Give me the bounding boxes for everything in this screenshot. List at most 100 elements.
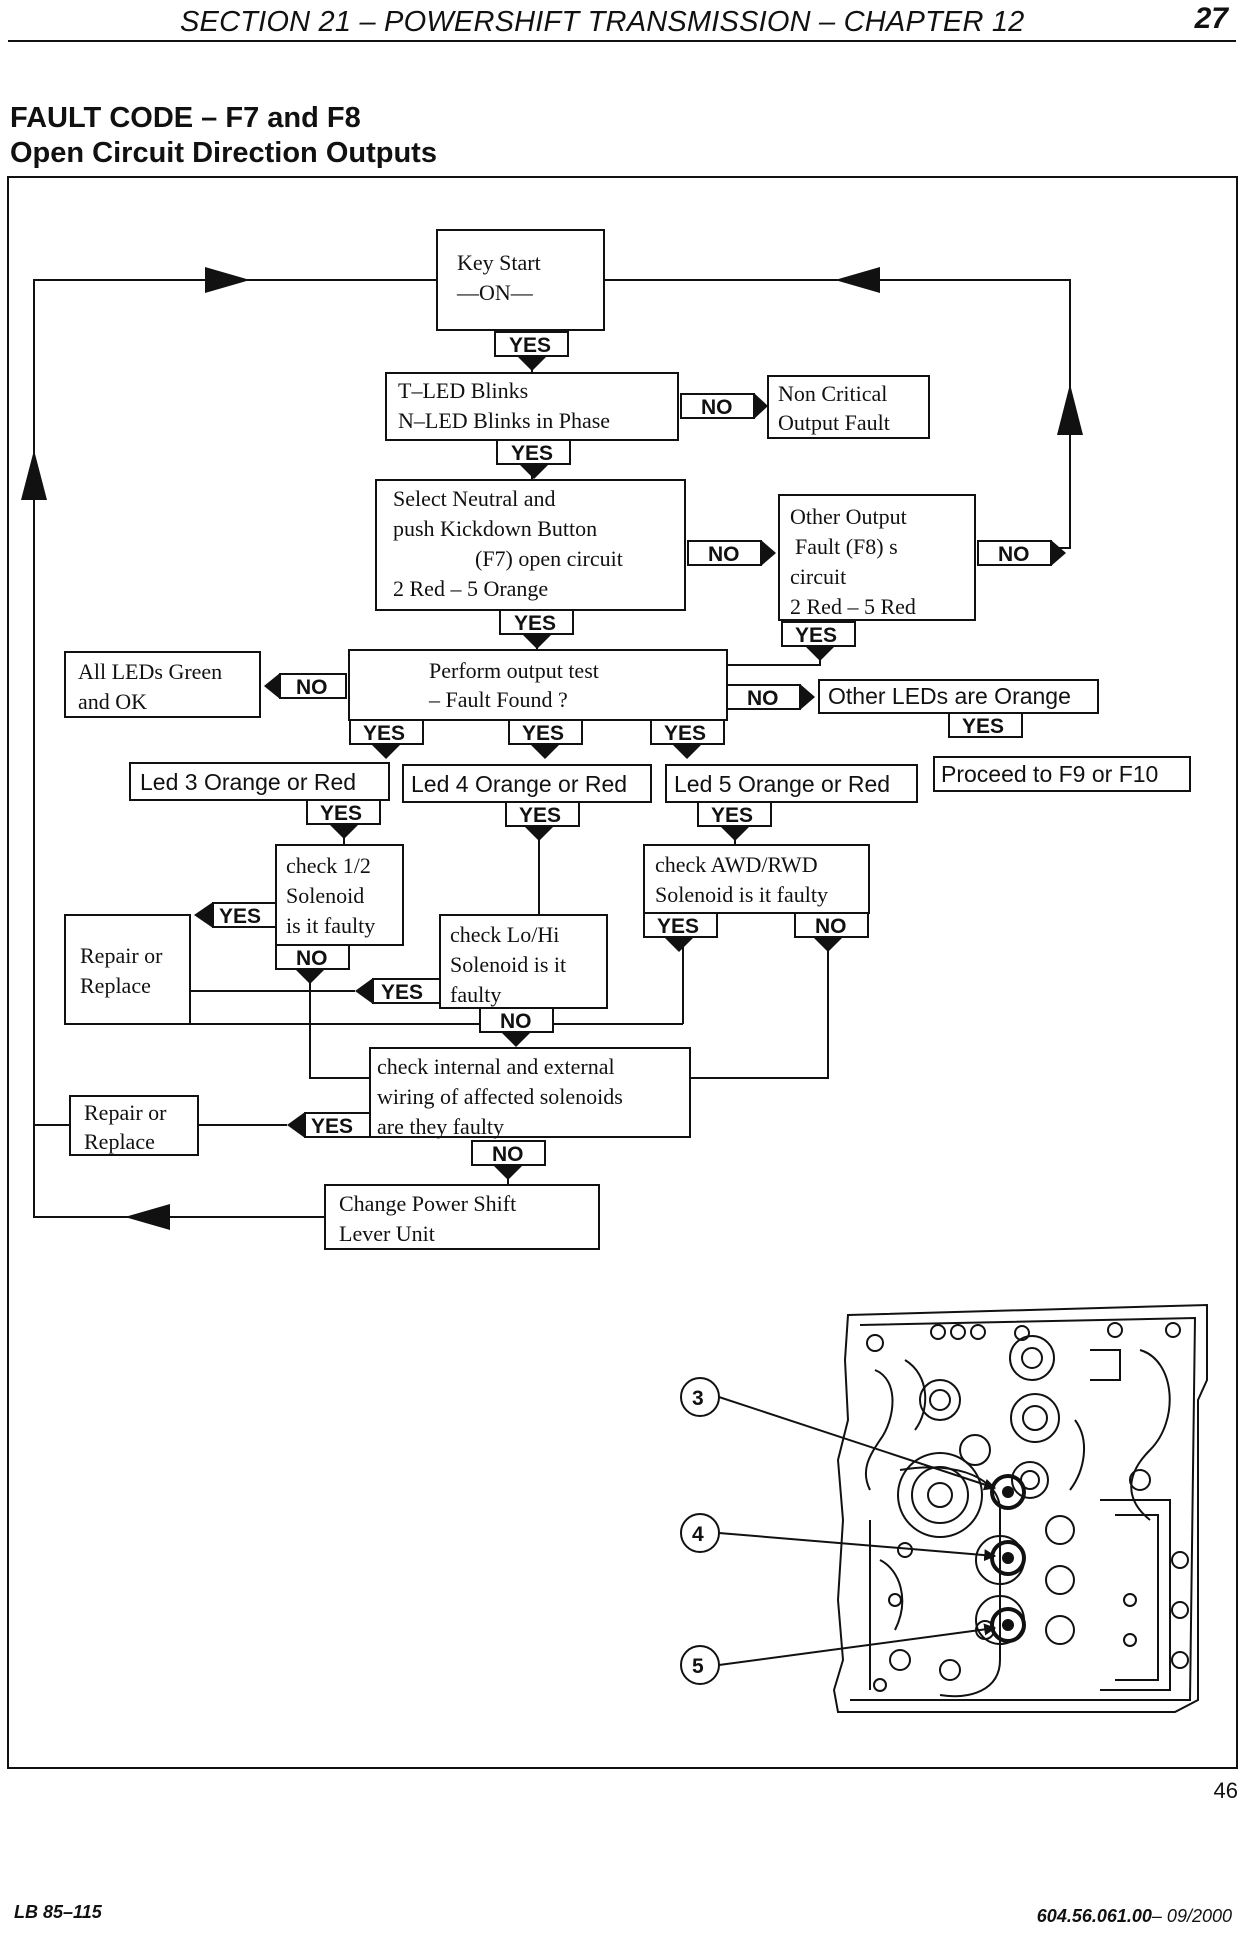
other-output-line1: Other Output <box>790 504 907 529</box>
yes-tag-lohi-text: YES <box>381 981 423 1004</box>
checklohi-line2: Solenoid is it <box>450 952 566 977</box>
no-tag-wiring-text: NO <box>492 1143 524 1166</box>
callout-4 <box>680 1513 720 1553</box>
select-neutral-line2: push Kickdown Button <box>393 516 597 541</box>
yes-tag-neutral-text: YES <box>514 612 556 635</box>
yes-tag-led5-top: YES <box>650 719 725 759</box>
footer-date: – 09/2000 <box>1151 1906 1232 1926</box>
check12-line3: is it faulty <box>286 913 375 938</box>
no-tag-perform-text: NO <box>747 687 779 710</box>
box-check-wiring: check internal and external wiring of af… <box>369 1047 691 1139</box>
change-lever-line1: Change Power Shift <box>339 1191 516 1216</box>
check-wiring-line2: wiring of affected solenoids <box>377 1084 623 1109</box>
yes-tag-led4-top-text: YES <box>522 722 564 745</box>
figure-number: 46 <box>1213 1778 1238 1803</box>
box-tled: T–LED Blinks N–LED Blinks in Phase <box>385 372 679 441</box>
yes-tag-other-leds-text: YES <box>962 715 1004 738</box>
yes-tag-led4-text: YES <box>519 804 561 827</box>
box-led3: Led 3 Orange or Red <box>129 762 390 801</box>
repair1-line2: Replace <box>80 973 151 998</box>
callouts: 3 4 5 <box>680 1377 997 1685</box>
box-key-start: Key Start —ON— <box>436 229 605 331</box>
no-tag-lohi: NO <box>479 1007 554 1047</box>
key-start-line2: —ON— <box>456 280 534 305</box>
header-rule <box>8 40 1236 42</box>
box-select-neutral: Select Neutral and push Kickdown Button … <box>375 479 686 611</box>
fault-title-line2: Open Circuit Direction Outputs <box>10 137 437 169</box>
yes-tag-tled: YES <box>496 439 571 479</box>
select-neutral-line3: (F7) open circuit <box>475 546 623 571</box>
proceed-text: Proceed to F9 or F10 <box>941 761 1158 787</box>
no-tag-all-leds: NO <box>264 673 347 699</box>
no-tag-lohi-text: NO <box>500 1010 532 1033</box>
box-repair1: Repair or Replace <box>64 914 191 1025</box>
callout-5 <box>680 1645 720 1685</box>
box-non-critical: Non Critical Output Fault <box>767 375 930 439</box>
diagram-frame <box>7 176 1238 1769</box>
box-proceed: Proceed to F9 or F10 <box>933 756 1191 792</box>
no-tag-other-output: NO <box>977 540 1066 566</box>
tled-line1: T–LED Blinks <box>398 378 528 403</box>
yes-tag-awd-text: YES <box>657 915 699 938</box>
box-all-leds: All LEDs Green and OK <box>64 651 261 718</box>
yes-tag-wiring-text: YES <box>311 1115 353 1138</box>
repair1-line1: Repair or <box>80 943 163 968</box>
footer-doc-code: 604.56.061.00 <box>1036 1906 1152 1926</box>
yes-tag-other-output: YES <box>781 621 856 661</box>
yes-tag-tled-text: YES <box>511 442 553 465</box>
box-check12: check 1/2 Solenoid is it faulty <box>275 844 404 946</box>
yes-tag-lohi: YES <box>355 978 441 1004</box>
check12-line2: Solenoid <box>286 883 364 908</box>
checklohi-line3: faulty <box>450 982 501 1007</box>
yes-tag-awd: YES <box>643 912 718 952</box>
other-output-line4: 2 Red – 5 Red <box>790 594 916 619</box>
no-tag-tled-text: NO <box>701 396 733 419</box>
yes-tag-led3-top-text: YES <box>363 722 405 745</box>
no-tag-check12: NO <box>275 944 350 984</box>
no-tag-check12-text: NO <box>296 947 328 970</box>
no-tag-other-output-text: NO <box>998 543 1030 566</box>
led4-text: Led 4 Orange or Red <box>411 771 627 797</box>
select-neutral-line1: Select Neutral and <box>393 486 556 511</box>
yes-tag-wiring: YES <box>287 1112 371 1138</box>
no-tag-all-leds-text: NO <box>296 676 328 699</box>
yes-tag-led4: YES <box>505 801 580 841</box>
other-output-line2: Fault (F8) s <box>795 534 898 559</box>
box-check-lohi: check Lo/Hi Solenoid is it faulty <box>439 914 608 1009</box>
no-tag-neutral: NO <box>687 540 776 566</box>
no-tag-neutral-text: NO <box>708 543 740 566</box>
box-other-leds: Other LEDs are Orange <box>818 679 1099 714</box>
perform-test-line2: – Fault Found ? <box>428 687 568 712</box>
change-lever-line2: Lever Unit <box>339 1221 435 1246</box>
yes-tag-led5: YES <box>697 801 772 841</box>
check12-line1: check 1/2 <box>286 853 371 878</box>
valve-plate-illustration <box>832 1303 1208 1713</box>
yes-tag-key: YES <box>494 331 569 371</box>
yes-tag-check12-text: YES <box>219 905 261 928</box>
repair2-line2: Replace <box>84 1129 155 1154</box>
led5-text: Led 5 Orange or Red <box>674 771 890 797</box>
page-number: 27 <box>1194 2 1228 35</box>
yes-tag-check12: YES <box>194 902 277 928</box>
led3-text: Led 3 Orange or Red <box>140 769 356 795</box>
yes-tag-led5-text: YES <box>711 804 753 827</box>
non-critical-line2: Output Fault <box>778 410 890 435</box>
all-leds-line1: All LEDs Green <box>78 659 222 684</box>
footer-right: 604.56.061.00– 09/2000 <box>1037 1906 1232 1927</box>
key-start-line1: Key Start <box>457 250 541 275</box>
yes-tag-key-text: YES <box>509 334 551 357</box>
yes-tag-led3: YES <box>306 799 381 839</box>
no-tag-awd: NO <box>794 912 869 952</box>
loop-arrows <box>21 267 1083 1230</box>
checkawd-line1: check AWD/RWD <box>655 852 818 877</box>
box-change-lever: Change Power Shift Lever Unit <box>324 1184 600 1250</box>
yes-tag-other-leds: YES <box>948 712 1023 738</box>
box-check-awd: check AWD/RWD Solenoid is it faulty <box>643 844 870 914</box>
box-perform-test: Perform output test – Fault Found ? <box>348 649 728 721</box>
all-leds-line2: and OK <box>78 689 147 714</box>
fault-title: FAULT CODE – F7 and F8 Open Circuit Dire… <box>10 101 437 171</box>
box-repair2: Repair or Replace <box>69 1095 199 1156</box>
section-title: SECTION 21 – POWERSHIFT TRANSMISSION – C… <box>180 6 1025 38</box>
checkawd-line2: Solenoid is it faulty <box>655 882 828 907</box>
tled-line2: N–LED Blinks in Phase <box>398 408 610 433</box>
